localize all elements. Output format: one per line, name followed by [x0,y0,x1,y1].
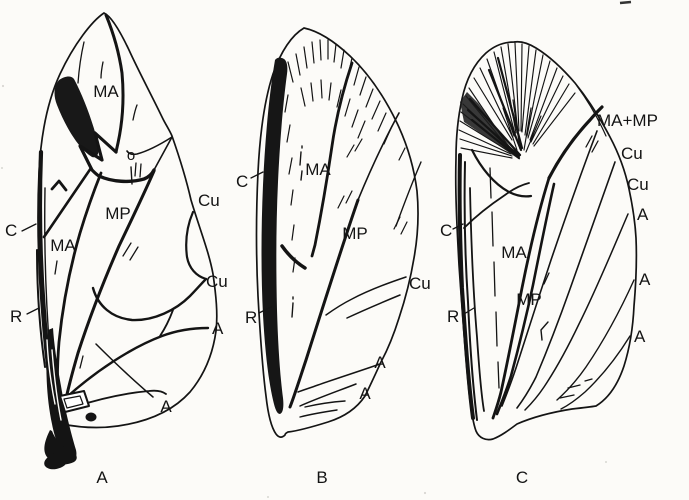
label-a-anal-2-b: A [359,384,371,403]
wing-a-hatch-ticks [54,41,142,369]
wing-a-anal-loop-vein [91,277,208,322]
wing-a-anal-vein-2 [73,389,167,408]
label-ma-mp-fused-c: MA+MP [597,111,658,130]
label-origin-o-a: o [127,147,135,164]
label-mp-media-posterior-a: MP [105,204,131,223]
label-a-anal-2-a: A [160,397,172,416]
wing-a-origin-cell-vein [126,136,173,156]
wing-b-cu-vein-2 [346,294,401,319]
label-mp-media-posterior-b: MP [342,224,368,243]
wing-a-cu-link-vein [153,136,173,171]
wing-b-anal-vein-2 [299,383,357,407]
label-cu-cubitus-b: Cu [409,274,431,293]
wing-c-labels: MA+MP Cu Cu A C MA MP R A A C [440,111,658,487]
label-c-costa-a: C [5,221,17,240]
wing-a-labels: MA o MP Cu C MA R Cu A A A [5,82,228,487]
caption-wing-b: B [316,468,327,487]
wing-c-node-link [540,321,549,341]
wing-c-sc-dash-line [489,167,500,389]
label-cu-cubitus-2-a: Cu [206,272,228,291]
wing-a-mp-vein [61,169,156,415]
wing-c-fan-dark-rays [466,56,524,160]
label-a-anal-1-b: A [374,353,386,372]
wing-b-hatching [287,39,408,235]
wing-b-anal-vein-1 [297,363,381,393]
wing-b-mp-vein-upper [357,112,400,201]
wing-c-radius-vein [469,187,485,412]
wing-c-anal-vein-3 [560,335,631,410]
wing-c-ticks [543,135,599,399]
label-a-anal-3-c: A [634,327,646,346]
wing-a-ma-lower-vein [42,166,93,239]
wing-c-mp-vein [495,182,556,416]
label-c-costa-b: C [236,172,248,191]
wing-a-dark-patch [54,76,99,158]
paper-specks [1,84,607,498]
wing-c-cu-vein-2 [516,161,616,409]
label-cu-cubitus-1-c: Cu [621,144,643,163]
label-a-anal-1-c: A [637,205,649,224]
wing-c-cross-arc-1 [470,148,533,198]
wing-c-costa-vein [457,153,475,420]
wing-b-costal-band [261,57,288,414]
wing-b-label-leaders [250,171,272,314]
wing-a-base-plate [59,390,90,413]
wing-c-cross-arc-2 [463,182,530,229]
label-ma-anterior-media-top-a: MA [93,82,119,101]
wing-a-base-toe [44,452,67,470]
wing-a-check-mark [50,179,68,192]
wing-b-outline [255,27,419,438]
wing-b-bottom-ticks [299,400,346,418]
wing-b-ma-vein [310,61,354,258]
wing-b-spur-vein [280,244,307,270]
wing-a-anal-crossvein [95,343,154,398]
wing-b-cu-vein-1 [325,276,407,316]
label-c-costa-c: C [440,221,452,240]
wing-a-base-blob [46,328,77,460]
wing-a-label-leaders [21,223,40,315]
label-a-anal-2-c: A [639,270,651,289]
wing-c-anal-vein-2 [556,279,635,401]
label-ma-anterior-media-lower-a: MA [50,236,76,255]
wing-a-costa-accent [36,249,46,368]
label-r-radius-c: R [447,307,459,326]
label-a-anal-1-a: A [212,319,224,338]
wing-c-anal-vein-1 [524,213,629,411]
wing-a-anal-fork [159,309,174,337]
caption-wing-c: C [516,468,528,487]
wing-c-inner-margin-line [576,85,607,137]
scan-artifact-mark [619,0,632,5]
wing-c-outline [454,40,638,441]
wing-a-base-streaks [46,339,62,421]
label-ma-anterior-media-c: MA [501,243,527,262]
label-cu-cubitus-1-a: Cu [198,191,220,210]
wing-a-anal-vein-1 [66,326,210,398]
wing-b-band-edge-hatch [284,94,296,273]
label-r-radius-a: R [10,307,22,326]
wing-c-label-leaders [452,223,475,315]
wing-a [21,12,218,470]
wing-c [452,40,638,441]
label-mp-media-posterior-c: MP [516,290,542,309]
wing-a-cu2-vein [185,210,208,281]
wing-b-dash-dot-marks [291,145,303,318]
wing-a-base-plate-inner [63,395,84,409]
wing-b [250,27,422,438]
label-r-radius-b: R [245,308,257,327]
wing-b-labels: C MA MP R Cu A A B [236,160,431,487]
wing-a-ma-vein [104,13,125,154]
wing-b-mp-vein [288,198,360,409]
wing-a-o-pointer-line [130,166,133,185]
wing-c-costa-accent [463,161,478,421]
wing-c-cu-vein-1 [501,130,598,407]
label-ma-anterior-media-b: MA [305,160,331,179]
label-cu-cubitus-2-c: Cu [627,175,649,194]
wing-c-ma-vein [491,176,551,420]
wing-a-arculus-arc [97,168,156,184]
caption-wing-a: A [96,468,108,487]
wing-a-base-knob [85,412,97,422]
wing-c-ma-mp-stem [547,105,604,180]
